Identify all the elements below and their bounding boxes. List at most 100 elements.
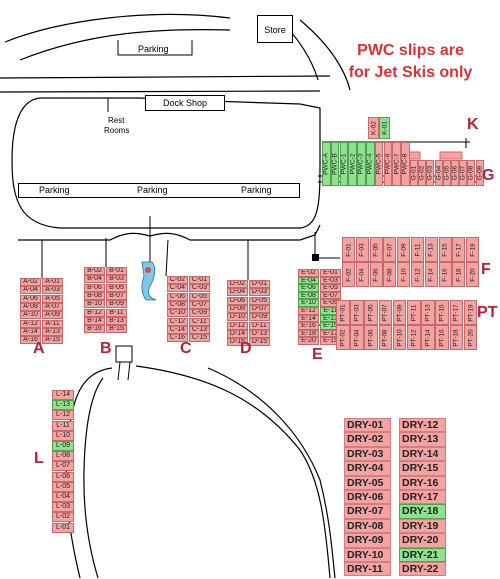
- slip[interactable]: F-14: [424, 262, 438, 287]
- slip[interactable]: PT-20: [463, 325, 478, 350]
- slip[interactable]: PT-02: [336, 325, 350, 350]
- slip[interactable]: PT-07: [378, 300, 393, 325]
- slip[interactable]: D-03: [249, 288, 270, 297]
- slip[interactable]: F-10: [397, 262, 411, 287]
- slip[interactable]: A-05: [42, 294, 63, 303]
- slip[interactable]: L-07: [52, 461, 74, 472]
- slip[interactable]: F-13: [424, 237, 438, 262]
- slip[interactable]: B-03: [106, 275, 127, 284]
- slip[interactable]: F-16: [438, 262, 452, 287]
- slip[interactable]: PT-04: [350, 325, 364, 350]
- slip[interactable]: PWC-6: [383, 142, 393, 186]
- slip[interactable]: D-15: [249, 338, 270, 347]
- slip[interactable]: A-15: [42, 336, 63, 345]
- slip[interactable]: A-03: [42, 286, 63, 295]
- slip[interactable]: L-14: [52, 390, 74, 400]
- slip[interactable]: A-16: [20, 336, 41, 345]
- slip[interactable]: A-02: [20, 278, 41, 286]
- slip[interactable]: L-06: [52, 471, 74, 482]
- slip[interactable]: L-04: [52, 492, 74, 502]
- slip[interactable]: A-12: [20, 319, 41, 328]
- dry-slot[interactable]: DRY-06: [344, 490, 391, 505]
- slip[interactable]: A-10: [20, 311, 41, 320]
- slip[interactable]: F-02: [342, 262, 355, 287]
- dry-slot[interactable]: DRY-03: [344, 446, 391, 462]
- dry-slot[interactable]: DRY-22: [399, 562, 446, 577]
- slip[interactable]: E-06: [298, 284, 319, 292]
- slip[interactable]: PT-09: [392, 300, 407, 325]
- dry-slot[interactable]: DRY-10: [344, 547, 391, 562]
- dry-slot[interactable]: DRY-18: [399, 504, 446, 519]
- slip[interactable]: PWC-2: [348, 142, 357, 186]
- slip[interactable]: L-12: [52, 410, 74, 421]
- slip[interactable]: G-09: [475, 160, 484, 186]
- slip[interactable]: D-09: [249, 313, 270, 322]
- slip[interactable]: E-08: [298, 291, 319, 300]
- slip[interactable]: B-11: [106, 308, 127, 317]
- slip[interactable]: A-01: [42, 278, 63, 286]
- slip[interactable]: C-13: [189, 325, 210, 334]
- slip[interactable]: PT-16: [435, 325, 449, 350]
- slip[interactable]: A-07: [42, 302, 63, 311]
- slip[interactable]: D-13: [249, 329, 270, 338]
- slip[interactable]: E-18: [298, 329, 319, 338]
- slip[interactable]: A-13: [42, 327, 63, 336]
- slip[interactable]: L-08: [52, 451, 74, 462]
- slip[interactable]: A-11: [42, 319, 63, 328]
- dry-slot[interactable]: DRY-02: [344, 432, 391, 447]
- dry-slot[interactable]: DRY-21: [399, 547, 446, 562]
- slip[interactable]: B-02: [84, 267, 105, 275]
- slip[interactable]: D-10: [227, 313, 248, 322]
- slip[interactable]: C-16: [167, 334, 188, 343]
- dry-slot[interactable]: DRY-08: [344, 518, 391, 534]
- slip[interactable]: F-03: [355, 237, 369, 262]
- slip[interactable]: D-01: [249, 280, 270, 288]
- slip[interactable]: PT-03: [350, 300, 364, 325]
- slip[interactable]: C-06: [167, 292, 188, 301]
- dry-slot[interactable]: DRY-20: [399, 533, 446, 548]
- slip[interactable]: E-03: [320, 276, 341, 285]
- slip[interactable]: D-04: [227, 288, 248, 297]
- slip[interactable]: A-14: [20, 327, 41, 336]
- slip[interactable]: F-17: [452, 237, 466, 262]
- slip[interactable]: C-03: [189, 284, 210, 293]
- slip[interactable]: L-02: [52, 512, 74, 523]
- slip[interactable]: B-16: [84, 325, 105, 334]
- slip[interactable]: F-04: [355, 262, 369, 287]
- slip[interactable]: PT-13: [421, 300, 435, 325]
- dry-slot[interactable]: DRY-14: [399, 446, 446, 462]
- slip[interactable]: L-11: [52, 420, 74, 431]
- slip[interactable]: C-04: [167, 284, 188, 293]
- slip[interactable]: B-07: [106, 291, 127, 300]
- slip[interactable]: PWC-4: [366, 142, 375, 186]
- slip[interactable]: G-01: [410, 160, 418, 186]
- slip[interactable]: D-06: [227, 296, 248, 305]
- dry-slot[interactable]: DRY-01: [344, 418, 391, 433]
- slip[interactable]: L-01: [52, 522, 74, 533]
- slip[interactable]: L-09: [52, 441, 74, 451]
- dry-slot[interactable]: DRY-04: [344, 461, 391, 476]
- slip[interactable]: F-18: [452, 262, 466, 287]
- slip[interactable]: B-08: [84, 291, 105, 300]
- slip[interactable]: F-20: [466, 262, 480, 287]
- slip[interactable]: E-10: [298, 299, 319, 307]
- slip[interactable]: C-09: [189, 309, 210, 318]
- slip[interactable]: PT-18: [449, 325, 464, 350]
- slip[interactable]: C-08: [167, 300, 188, 309]
- slip[interactable]: C-11: [189, 317, 210, 326]
- slip[interactable]: E-04: [298, 276, 319, 285]
- slip[interactable]: B-12: [84, 308, 105, 317]
- slip[interactable]: PT-06: [364, 325, 378, 350]
- slip[interactable]: D-02: [227, 280, 248, 288]
- slip[interactable]: F-08: [383, 262, 397, 287]
- slip[interactable]: L-03: [52, 502, 74, 513]
- slip[interactable]: B-06: [84, 283, 105, 292]
- dry-slot[interactable]: DRY-17: [399, 490, 446, 505]
- slip[interactable]: E-12: [298, 307, 319, 315]
- slip[interactable]: L-13: [52, 400, 74, 411]
- slip[interactable]: B-01: [106, 267, 127, 275]
- slip[interactable]: PWC-5: [374, 142, 384, 186]
- slip[interactable]: F-11: [411, 237, 424, 262]
- dry-slot[interactable]: DRY-05: [344, 475, 391, 490]
- slip[interactable]: E-20: [298, 337, 319, 345]
